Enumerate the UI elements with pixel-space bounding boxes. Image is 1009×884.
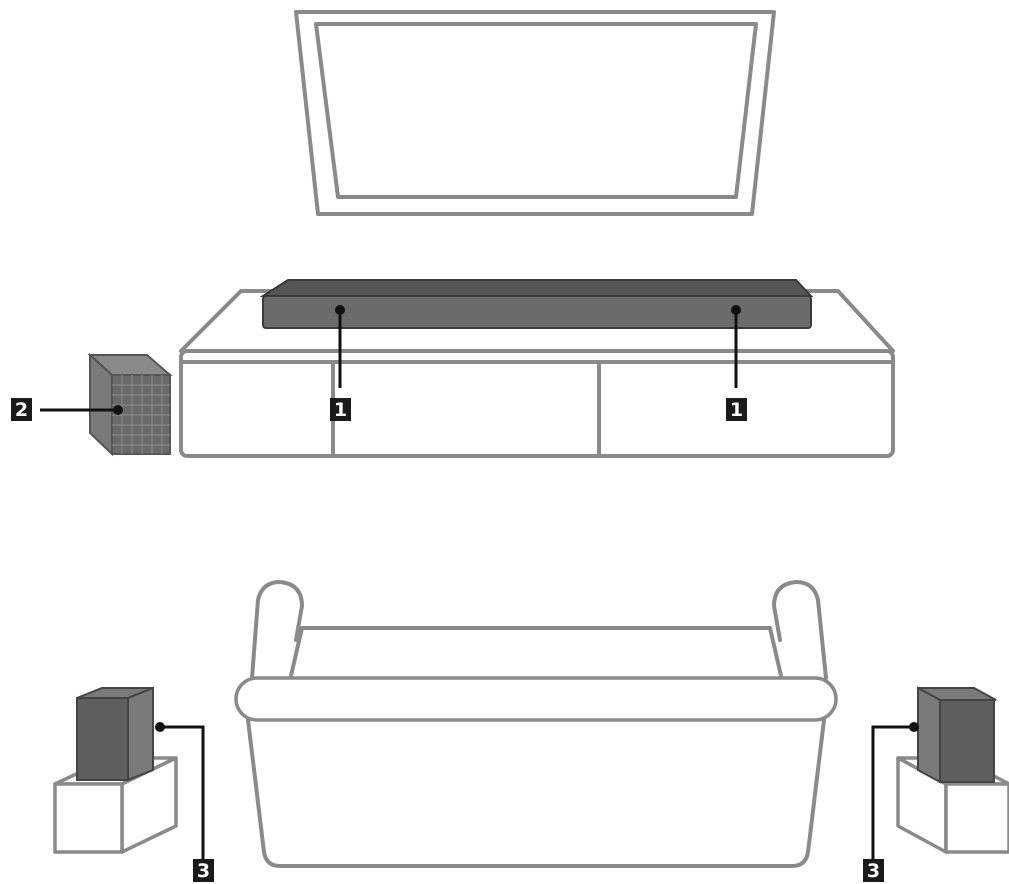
- callout-2: 2: [11, 398, 32, 421]
- subwoofer: [90, 355, 170, 454]
- callout-2-label: 2: [15, 399, 28, 421]
- rear-speaker-left: [55, 688, 176, 852]
- tv: [296, 12, 774, 214]
- callout-1-left: 1: [330, 398, 351, 421]
- callout-3-right-label: 3: [867, 860, 880, 882]
- rear-speaker-right: [898, 688, 1009, 852]
- callout-3-left: 3: [193, 859, 214, 882]
- callout-3-right: 3: [863, 859, 884, 882]
- sound-bar: [263, 280, 811, 328]
- callout-1-left-label: 1: [334, 399, 347, 421]
- callout-3-left-label: 3: [197, 860, 210, 882]
- sofa: [236, 582, 836, 866]
- callout-1-right: 1: [726, 398, 747, 421]
- callout-1-right-label: 1: [730, 399, 743, 421]
